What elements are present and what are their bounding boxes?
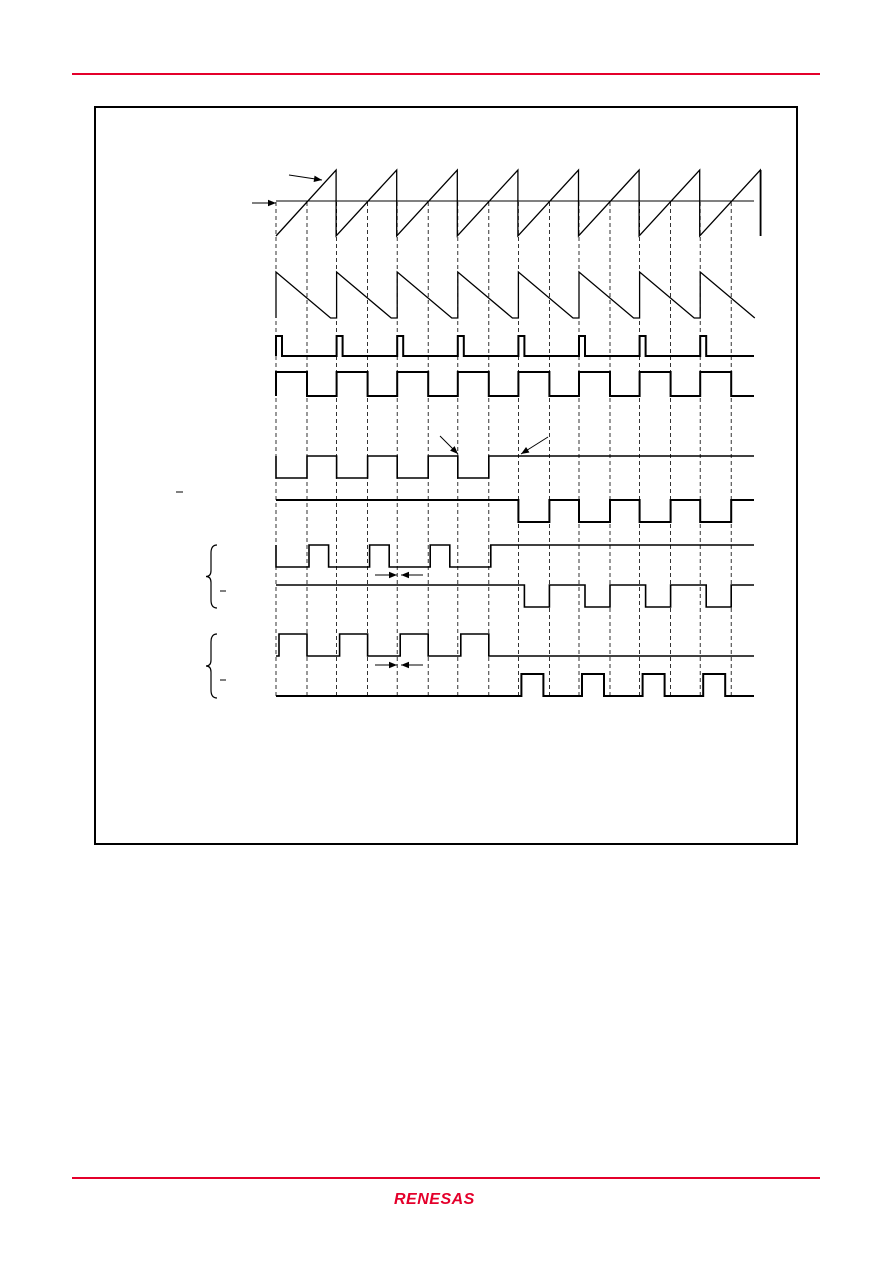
sawtooth-down (275, 270, 756, 319)
dead-time-group2-right-head (401, 661, 409, 669)
arrow-compare-level-head (268, 199, 276, 207)
annotations (176, 174, 549, 699)
output-a-inverted (276, 499, 754, 523)
arrow-last-pulse (439, 435, 459, 455)
dead-time-group2 (375, 661, 423, 669)
waveforms (275, 168, 762, 697)
dead-time-group1-left-head (389, 571, 397, 579)
group1-upper (275, 544, 754, 568)
sawtooth-up (275, 168, 761, 238)
dead-time-group2-right (401, 661, 423, 669)
output-a (275, 455, 754, 479)
dead-time-group2-left (375, 661, 397, 669)
bracket-group2 (205, 633, 218, 699)
bracket-group1 (205, 544, 218, 609)
arrow-switch-point-head (521, 447, 530, 454)
dead-time-group1 (375, 571, 423, 579)
arrow-switch-point (520, 436, 549, 455)
bottom-rule (72, 1177, 820, 1179)
group2-lower (276, 673, 754, 697)
figure-frame (94, 106, 798, 845)
renesas-logo: RENESAS (394, 1191, 475, 1208)
square-wave (275, 371, 754, 397)
group1-lower (276, 584, 754, 608)
arrow-last-pulse-head (450, 446, 458, 454)
dead-time-group2-left-head (389, 661, 397, 669)
dead-time-group1-right (401, 571, 423, 579)
dead-time-group1-right-head (401, 571, 409, 579)
arrow-compare-level (252, 199, 276, 207)
narrow-pulses (275, 335, 754, 357)
dashed-guides (275, 202, 732, 698)
dead-time-group1-left (375, 571, 397, 579)
top-rule (72, 73, 820, 75)
group2-upper (276, 633, 754, 657)
arrow-sawtooth-peak (288, 174, 323, 182)
arrow-sawtooth-peak-head (313, 175, 322, 182)
logo-text: RENESAS (394, 1191, 475, 1208)
